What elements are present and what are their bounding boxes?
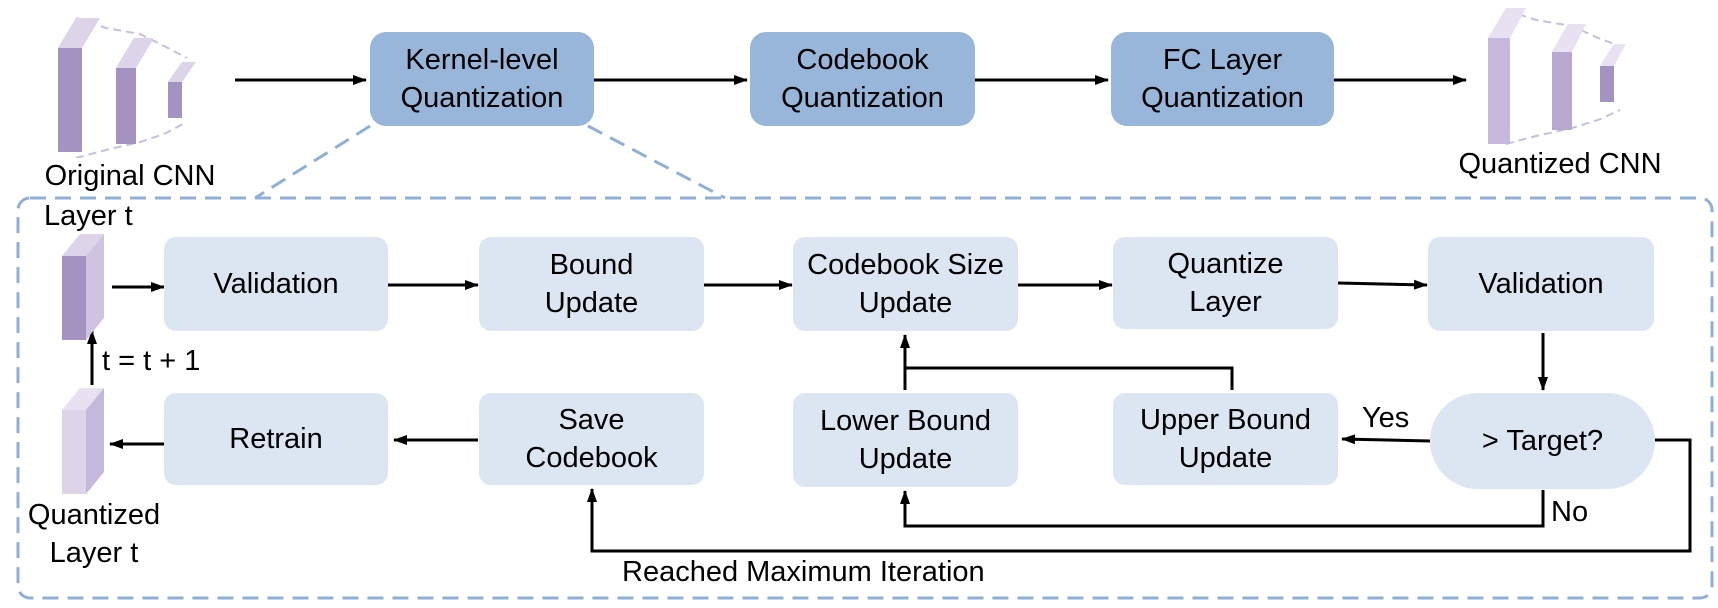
validation-box-1: Validation [164, 237, 388, 331]
bound-update-box: Bound Update [479, 237, 704, 331]
arrow-target-yes-to-upper [1341, 434, 1431, 445]
kernel-level-quantization-box: Kernel-level Quantization [370, 32, 594, 126]
arrow-upper-to-codebook-size [900, 334, 1234, 390]
max-iteration-label: Reached Maximum Iteration [622, 556, 985, 588]
arrow-target-no-to-lower [900, 490, 1545, 528]
detail-frame [16, 196, 1714, 600]
original-cnn-icon [58, 17, 196, 158]
upper-bound-update-box: Upper Bound Update [1113, 393, 1338, 485]
codebook-size-update-box: Codebook Size Update [793, 237, 1018, 331]
retrain-box: Retrain [164, 393, 388, 485]
quantized-cnn-icon [1488, 8, 1626, 145]
fc-layer-quantization-box: FC Layer Quantization [1111, 32, 1334, 126]
zoom-line-right [587, 124, 726, 200]
original-cnn-label: Original CNN [44, 160, 216, 192]
quantized-layer-t-icon [62, 388, 104, 494]
save-codebook-box: Save Codebook [479, 393, 704, 485]
codebook-quantization-box: Codebook Quantization [750, 32, 975, 126]
quantized-layer-t-label: Quantized Layer t [27, 499, 161, 569]
no-label: No [1551, 496, 1589, 528]
increment-label: t = t + 1 [102, 345, 201, 377]
quantized-cnn-label: Quantized CNN [1458, 148, 1662, 180]
layer-t-icon [62, 234, 104, 340]
arrow-max-iteration-to-save [587, 438, 1692, 553]
target-check-node: > Target? [1430, 393, 1655, 489]
lower-bound-update-box: Lower Bound Update [793, 393, 1018, 487]
layer-t-label: Layer t [44, 200, 133, 232]
yes-label: Yes [1362, 402, 1410, 434]
quantize-layer-box: Quantize Layer [1113, 237, 1338, 329]
arrow-quantize-to-validation [1337, 279, 1428, 290]
zoom-line-left [254, 124, 371, 200]
validation-box-2: Validation [1428, 237, 1654, 331]
